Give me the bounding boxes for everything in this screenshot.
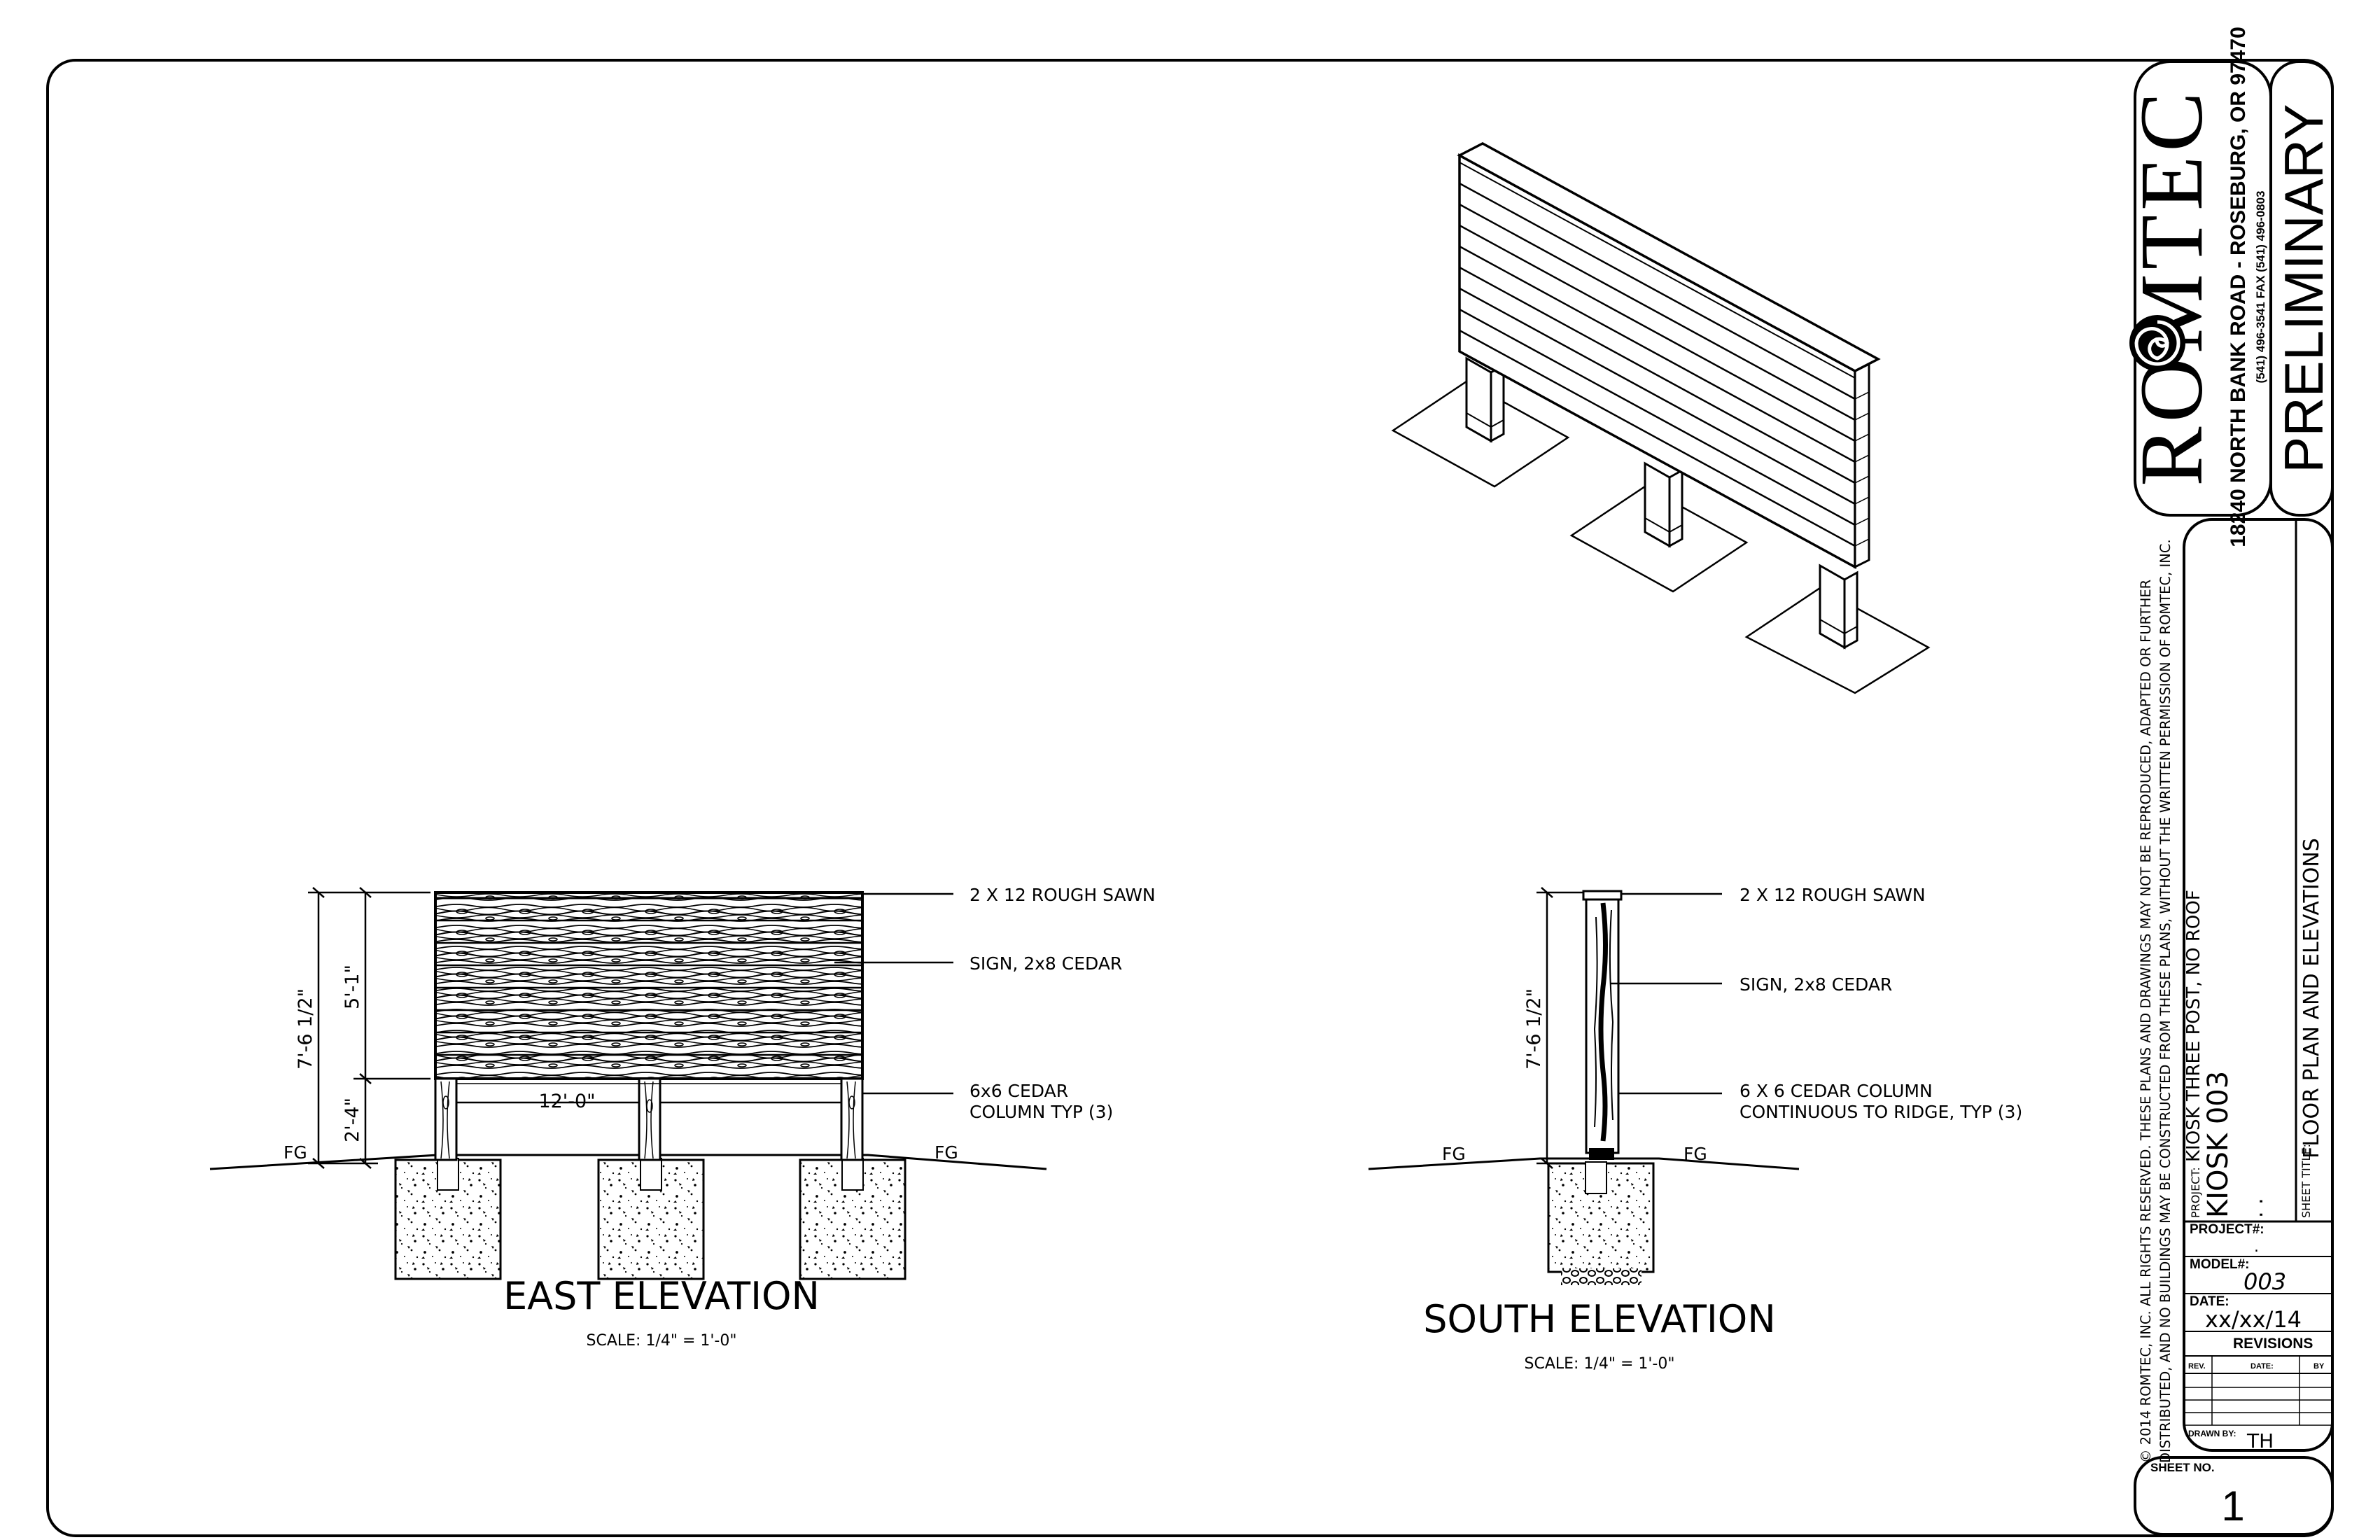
date-value: xx/xx/14 [2205, 1306, 2302, 1333]
south-title: SOUTH ELEVATION [1423, 1297, 1775, 1341]
firm-phone: (541) 496-3541 FAX (541) 496-0803 [2254, 190, 2267, 383]
south-note-column-1: 6 X 6 CEDAR COLUMN [1740, 1081, 1933, 1101]
south-top-cap [1582, 890, 1623, 901]
project-value: KIOSK THREE POST, NO ROOF [2183, 890, 2204, 1162]
rev-by-label: BY [2314, 1362, 2325, 1371]
south-note-column-2: CONTINUOUS TO RIDGE, TYP (3) [1740, 1102, 2022, 1122]
project-label: PROJECT: [2189, 1167, 2202, 1218]
copyright-line1: © 2014 ROMTEC, INC. ALL RIGHTS RESERVED.… [2138, 580, 2154, 1463]
date-label: DATE: [2190, 1294, 2230, 1309]
sheet-title-label: SHEET TITLE: [2300, 1144, 2313, 1218]
drawn-by-value: TH [2246, 1429, 2274, 1452]
south-note-top-rail: 2 X 12 ROUGH SAWN [1740, 885, 1926, 905]
south-gravel [1561, 1268, 1642, 1285]
model-label: MODEL#: [2190, 1257, 2250, 1272]
east-note-column-1: 6x6 CEDAR [969, 1081, 1068, 1101]
project-name: KIOSK 003 [2202, 1071, 2234, 1218]
east-dimensions [308, 887, 841, 1169]
drawn-by-label: DRAWN BY: [2188, 1429, 2236, 1438]
south-post-base [1589, 1148, 1614, 1160]
east-dim-post: 2'-4" [342, 1098, 363, 1142]
rev-date-label: DATE: [2250, 1362, 2274, 1371]
east-note-column-2: COLUMN TYP (3) [969, 1102, 1113, 1122]
project-dots: . . [2244, 1198, 2268, 1218]
south-dim-total: 7'-6 1/2" [1523, 988, 1545, 1070]
title-block: ROMTEC 18240 NORTH BANK ROAD - ROSEBURG,… [2122, 27, 2334, 1536]
revisions-label: REVISIONS [2233, 1336, 2313, 1352]
east-dim-sign: 5'-1" [342, 965, 363, 1009]
east-elevation: 7'-6 1/2" 5'-1" 2'-4" 12'-0" FG FG 2 X 1… [209, 885, 1156, 1350]
sheet-title-value: FLOOR PLAN AND ELEVATIONS [2300, 838, 2324, 1158]
isometric-view [1391, 142, 1931, 694]
sheet-no-label: SHEET NO. [2150, 1461, 2215, 1474]
iso-top-cap [1457, 142, 1881, 372]
east-dim-width: 12'-0" [538, 1091, 595, 1112]
east-scale: SCALE: 1/4" = 1'-0" [587, 1332, 737, 1350]
east-post-2 [638, 1077, 662, 1161]
south-fg-right: FG [1684, 1144, 1707, 1164]
south-scale: SCALE: 1/4" = 1'-0" [1525, 1355, 1675, 1373]
east-fg-right: FG [934, 1142, 958, 1163]
east-post-3 [840, 1077, 864, 1161]
model-value: 003 [2244, 1268, 2286, 1295]
south-fg-left: FG [1442, 1144, 1466, 1164]
sheet-no-box [2134, 1456, 2334, 1536]
east-dim-total: 7'-6 1/2" [295, 988, 316, 1070]
south-elevation: 7'-6 1/2" FG FG 2 X 12 ROUGH SAWN SIGN, … [1368, 885, 2022, 1373]
south-note-sign: SIGN, 2x8 CEDAR [1740, 974, 1892, 995]
east-posts [434, 1077, 864, 1161]
east-post-1 [434, 1077, 458, 1161]
project-no-value: . [2254, 1238, 2259, 1256]
copyright-line2: DISTRIBUTED, AND NO BUILDINGS MAY BE CON… [2157, 539, 2174, 1463]
preliminary-stamp: PRELIMINARY [2273, 104, 2334, 472]
east-note-top-rail: 2 X 12 ROUGH SAWN [969, 885, 1156, 905]
firm-address: 18240 NORTH BANK ROAD - ROSEBURG, OR 974… [2227, 27, 2250, 547]
iso-post-3 [1819, 564, 1846, 650]
sheet-border [46, 59, 2334, 1537]
stamp-box [2269, 60, 2334, 517]
project-no-label: PROJECT#: [2190, 1222, 2264, 1237]
project-info-box [2183, 518, 2334, 1452]
sheet-no-value: 1 [2221, 1483, 2244, 1530]
east-fg-left: FG [284, 1142, 307, 1163]
east-title: EAST ELEVATION [503, 1274, 820, 1318]
iso-post-2 [1644, 461, 1671, 548]
firm-logo-icon [2129, 315, 2185, 371]
rev-label: REV. [2188, 1362, 2206, 1371]
firm-name: ROMTEC [2122, 88, 2221, 486]
iso-post-1 [1465, 356, 1492, 443]
east-note-sign: SIGN, 2x8 CEDAR [969, 953, 1122, 974]
